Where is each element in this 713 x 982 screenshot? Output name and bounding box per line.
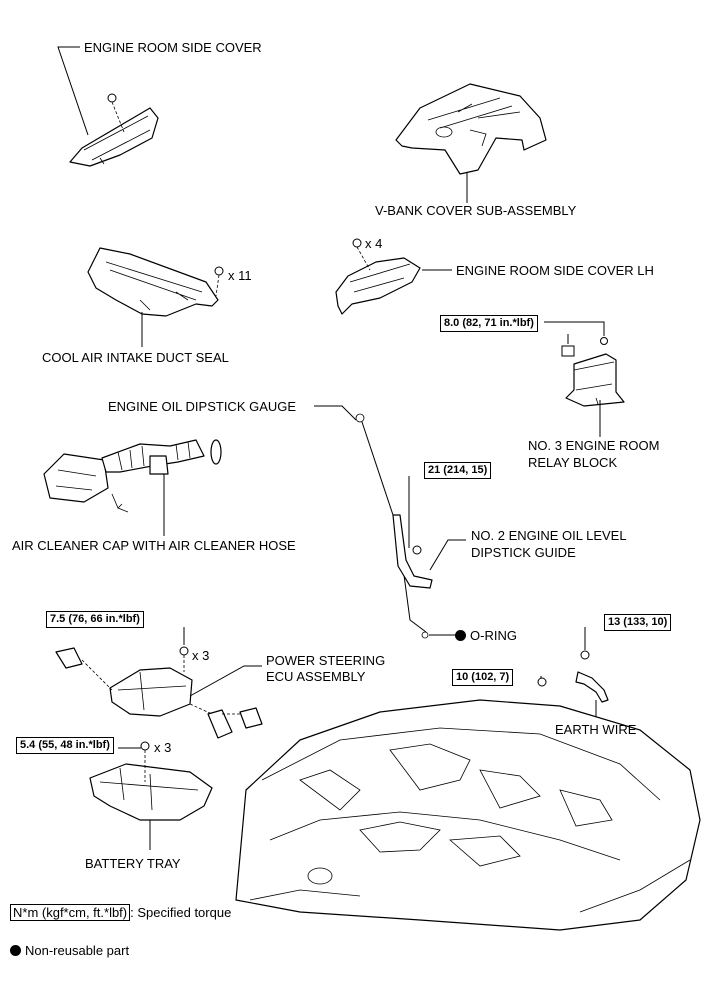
torque-ecu: 7.5 (76, 66 in.*lbf) (46, 611, 144, 628)
legend-torque-desc: : Specified torque (130, 905, 232, 920)
label-engine-room-side-cover: ENGINE ROOM SIDE COVER (84, 40, 262, 55)
qty-cover-lh-bolts: x 4 (365, 236, 383, 251)
label-v-bank-cover: V-BANK COVER SUB-ASSEMBLY (375, 203, 577, 218)
label-o-ring: O-RING (455, 627, 517, 644)
qty-ecu-bolts: x 3 (192, 648, 210, 663)
torque-dipstick-guide: 21 (214, 15) (424, 462, 492, 479)
cool-air-intake-duct-seal-drawing (87, 247, 224, 317)
label-battery-tray: BATTERY TRAY (85, 856, 181, 871)
battery-tray-drawing (89, 741, 213, 821)
engine-room-side-cover-lh-drawing (335, 238, 421, 315)
label-relay-block-line2: RELAY BLOCK (528, 455, 618, 470)
engine-room-side-cover-drawing (69, 93, 159, 167)
relay-block-drawing (561, 337, 625, 407)
torque-earth-wire-lower: 10 (102, 7) (452, 669, 514, 686)
air-cleaner-cap-drawing (43, 439, 222, 513)
qty-tray-bolts: x 3 (154, 740, 172, 755)
o-ring-text: O-RING (470, 628, 517, 643)
legend-torque-unit-box: N*m (kgf*cm, ft.*lbf) (10, 904, 131, 921)
legend-dot-icon (10, 945, 21, 956)
label-engine-oil-dipstick-gauge: ENGINE OIL DIPSTICK GAUGE (108, 399, 297, 414)
label-dipstick-guide-line2: DIPSTICK GUIDE (471, 545, 576, 560)
label-relay-block-line1: NO. 3 ENGINE ROOM (528, 438, 660, 453)
label-power-steering-ecu-line2: ECU ASSEMBLY (266, 669, 366, 684)
label-power-steering-ecu-line1: POWER STEERING (266, 653, 386, 668)
non-reusable-dot-icon (455, 630, 466, 641)
label-dipstick-guide-line1: NO. 2 ENGINE OIL LEVEL (471, 528, 627, 543)
power-steering-ecu-drawing (55, 646, 263, 739)
torque-relay-block: 8.0 (82, 71 in.*lbf) (440, 315, 538, 332)
label-cool-air-intake-duct-seal: COOL AIR INTAKE DUCT SEAL (42, 350, 229, 365)
v-bank-cover-drawing (395, 83, 547, 175)
dipstick-drawing (355, 413, 433, 639)
vehicle-engine-bay-drawing (235, 699, 701, 931)
legend-non-reusable-text: Non-reusable part (25, 943, 130, 958)
label-earth-wire: EARTH WIRE (555, 722, 637, 737)
legend-specified-torque: N*m (kgf*cm, ft.*lbf): Specified torque (10, 904, 231, 921)
label-engine-room-side-cover-lh: ENGINE ROOM SIDE COVER LH (456, 263, 654, 278)
torque-battery-tray: 5.4 (55, 48 in.*lbf) (16, 737, 114, 754)
qty-duct-seal-clips: x 11 (228, 268, 252, 283)
legend-non-reusable: Non-reusable part (10, 942, 129, 959)
earth-wire-drawing (537, 650, 609, 703)
label-air-cleaner-cap: AIR CLEANER CAP WITH AIR CLEANER HOSE (12, 538, 296, 553)
torque-earth-wire-upper: 13 (133, 10) (604, 614, 672, 631)
